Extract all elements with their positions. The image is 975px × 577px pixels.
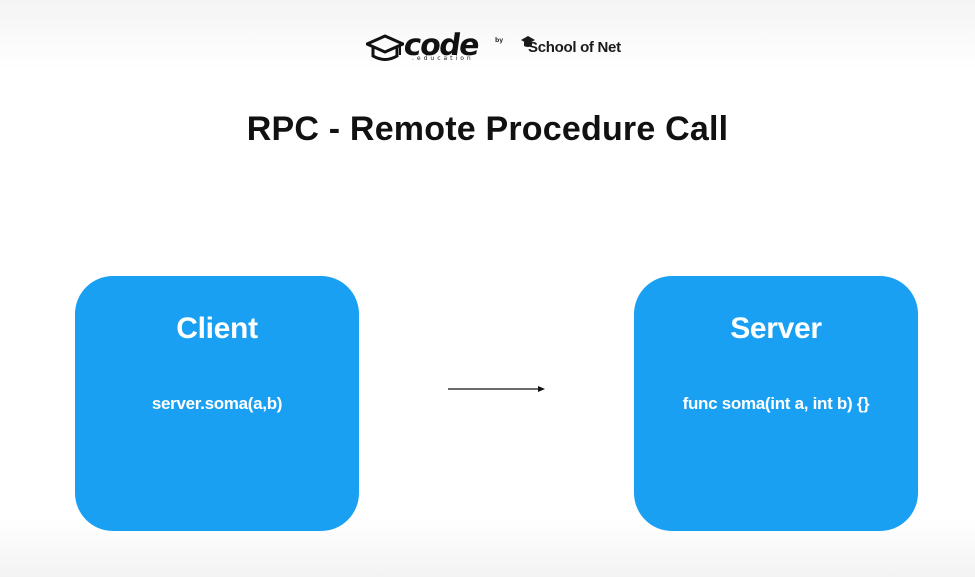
by-text: by: [495, 37, 504, 44]
server-title: Server: [730, 312, 822, 345]
graduation-cap-icon: [520, 34, 536, 55]
arrow-right-icon: [448, 382, 546, 394]
school-of-net-text: School of Net: [528, 39, 621, 56]
client-title: Client: [176, 312, 258, 345]
client-call-code: server.soma(a,b): [151, 394, 283, 413]
client-box: Client server.soma(a,b): [75, 276, 359, 531]
server-function-code: func soma(int a, int b) {}: [682, 394, 870, 413]
graduation-cap-icon: [365, 34, 405, 69]
server-box: Server func soma(int a, int b) {}: [634, 276, 918, 531]
slide-title: RPC - Remote Procedure Call: [246, 110, 729, 148]
code-logo-subtext: .education: [412, 55, 474, 62]
logo-bar: code .education by School of Net: [0, 28, 975, 68]
